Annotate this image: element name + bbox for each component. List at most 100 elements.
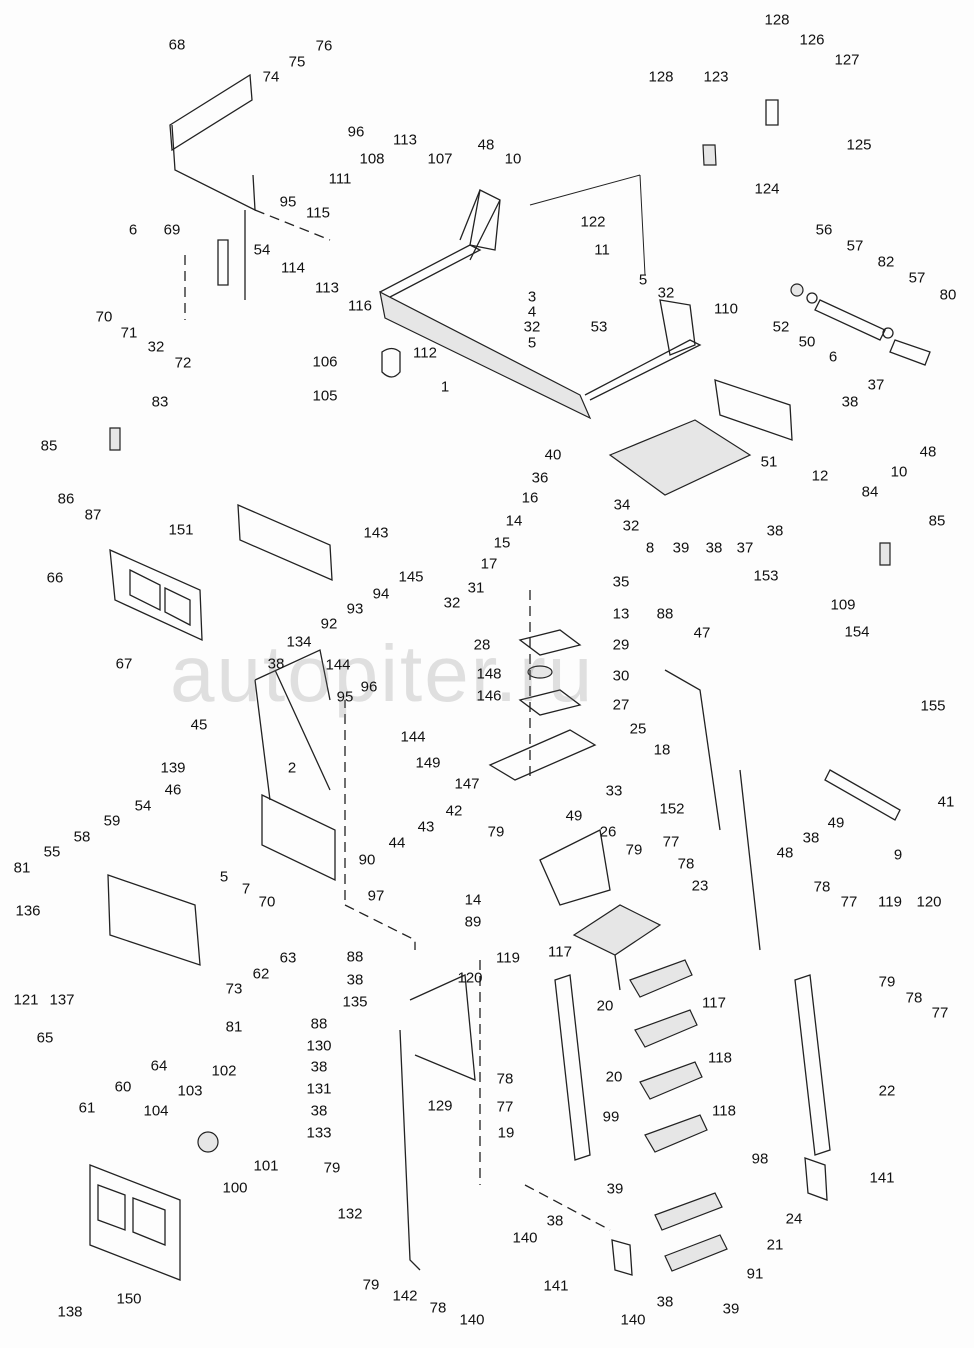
- callout-149: 149: [415, 754, 441, 772]
- callout-80: 80: [939, 286, 957, 304]
- callout-76: 76: [315, 37, 333, 55]
- callout-54: 54: [253, 241, 271, 259]
- callout-26: 26: [599, 823, 617, 841]
- callout-108: 108: [359, 150, 385, 168]
- callout-46: 46: [164, 781, 182, 799]
- callout-120: 120: [916, 893, 942, 911]
- callout-88: 88: [310, 1015, 328, 1033]
- callout-38: 38: [310, 1058, 328, 1076]
- callout-36: 36: [531, 469, 549, 487]
- callout-77: 77: [662, 833, 680, 851]
- callout-136: 136: [15, 902, 41, 920]
- arm-82: [814, 299, 886, 341]
- callout-113: 113: [315, 279, 339, 297]
- callout-147: 147: [454, 775, 480, 793]
- callout-96: 96: [347, 123, 365, 141]
- callout-155: 155: [920, 697, 946, 715]
- callout-111: 111: [328, 170, 352, 188]
- callout-38: 38: [841, 393, 859, 411]
- callout-17: 17: [480, 555, 498, 573]
- callout-102: 102: [211, 1062, 237, 1080]
- callout-79: 79: [362, 1276, 380, 1294]
- callout-140: 140: [620, 1311, 646, 1329]
- callout-150: 150: [116, 1290, 142, 1308]
- callout-1: 1: [440, 378, 450, 396]
- box-55: [107, 874, 201, 966]
- panel-66: [109, 548, 203, 642]
- callout-139: 139: [160, 759, 186, 777]
- callout-144: 144: [400, 728, 426, 746]
- callout-3: 3: [527, 288, 537, 306]
- callout-20: 20: [605, 1068, 623, 1086]
- callout-131: 131: [306, 1080, 332, 1098]
- callout-57: 57: [908, 269, 926, 287]
- callout-89: 89: [464, 913, 482, 931]
- callout-62: 62: [252, 965, 270, 983]
- callout-14: 14: [464, 891, 482, 909]
- callout-79: 79: [323, 1159, 341, 1177]
- callout-48: 48: [776, 844, 794, 862]
- callout-37: 37: [736, 539, 754, 557]
- callout-130: 130: [306, 1037, 332, 1055]
- callout-97: 97: [367, 887, 385, 905]
- callout-34: 34: [613, 496, 631, 514]
- light-83: [109, 427, 121, 451]
- callout-18: 18: [653, 741, 671, 759]
- callout-38: 38: [656, 1293, 674, 1311]
- callout-25: 25: [629, 720, 647, 738]
- callout-41: 41: [937, 793, 955, 811]
- callout-69: 69: [163, 221, 181, 239]
- callout-115: 115: [306, 204, 330, 222]
- callout-79: 79: [487, 823, 505, 841]
- callout-88: 88: [656, 605, 674, 623]
- callout-28: 28: [473, 636, 491, 654]
- light-124: [702, 144, 717, 166]
- callout-119: 119: [496, 949, 520, 967]
- callout-79: 79: [625, 841, 643, 859]
- callout-81: 81: [13, 859, 31, 877]
- callout-91: 91: [746, 1265, 764, 1283]
- callout-61: 61: [78, 1099, 96, 1117]
- callout-138: 138: [57, 1303, 83, 1321]
- callout-117: 117: [702, 994, 726, 1012]
- callout-32: 32: [523, 318, 541, 336]
- callout-154: 154: [844, 623, 870, 641]
- callout-16: 16: [521, 489, 539, 507]
- callout-122: 122: [580, 213, 606, 231]
- callout-38: 38: [802, 829, 820, 847]
- callout-132: 132: [337, 1205, 363, 1223]
- callout-140: 140: [459, 1311, 485, 1329]
- callout-37: 37: [867, 376, 885, 394]
- handrail-45: [254, 649, 331, 801]
- callout-10: 10: [890, 463, 908, 481]
- callout-85: 85: [928, 512, 946, 530]
- callout-117: 117: [548, 943, 572, 961]
- callout-70: 70: [258, 893, 276, 911]
- callout-67: 67: [115, 655, 133, 673]
- callout-38: 38: [766, 522, 784, 540]
- callout-44: 44: [388, 834, 406, 852]
- callout-72: 72: [174, 354, 192, 372]
- callout-78: 78: [813, 878, 831, 896]
- callout-116: 116: [348, 297, 372, 315]
- callout-42: 42: [445, 802, 463, 820]
- callout-63: 63: [279, 949, 297, 967]
- callout-78: 78: [496, 1070, 514, 1088]
- panel-151: [237, 503, 333, 582]
- reflector-100: [197, 1131, 219, 1153]
- callout-30: 30: [612, 667, 630, 685]
- bracket-68: [169, 73, 256, 290]
- callout-14: 14: [505, 512, 523, 530]
- plate-12: [714, 379, 793, 441]
- callout-96: 96: [360, 678, 378, 696]
- callout-32: 32: [443, 594, 461, 612]
- callout-107: 107: [427, 150, 453, 168]
- callout-11: 11: [594, 241, 610, 259]
- callout-68: 68: [168, 36, 186, 54]
- callout-71: 71: [120, 324, 138, 342]
- callout-5: 5: [638, 271, 648, 289]
- callout-152: 152: [659, 800, 685, 818]
- callout-77: 77: [840, 893, 858, 911]
